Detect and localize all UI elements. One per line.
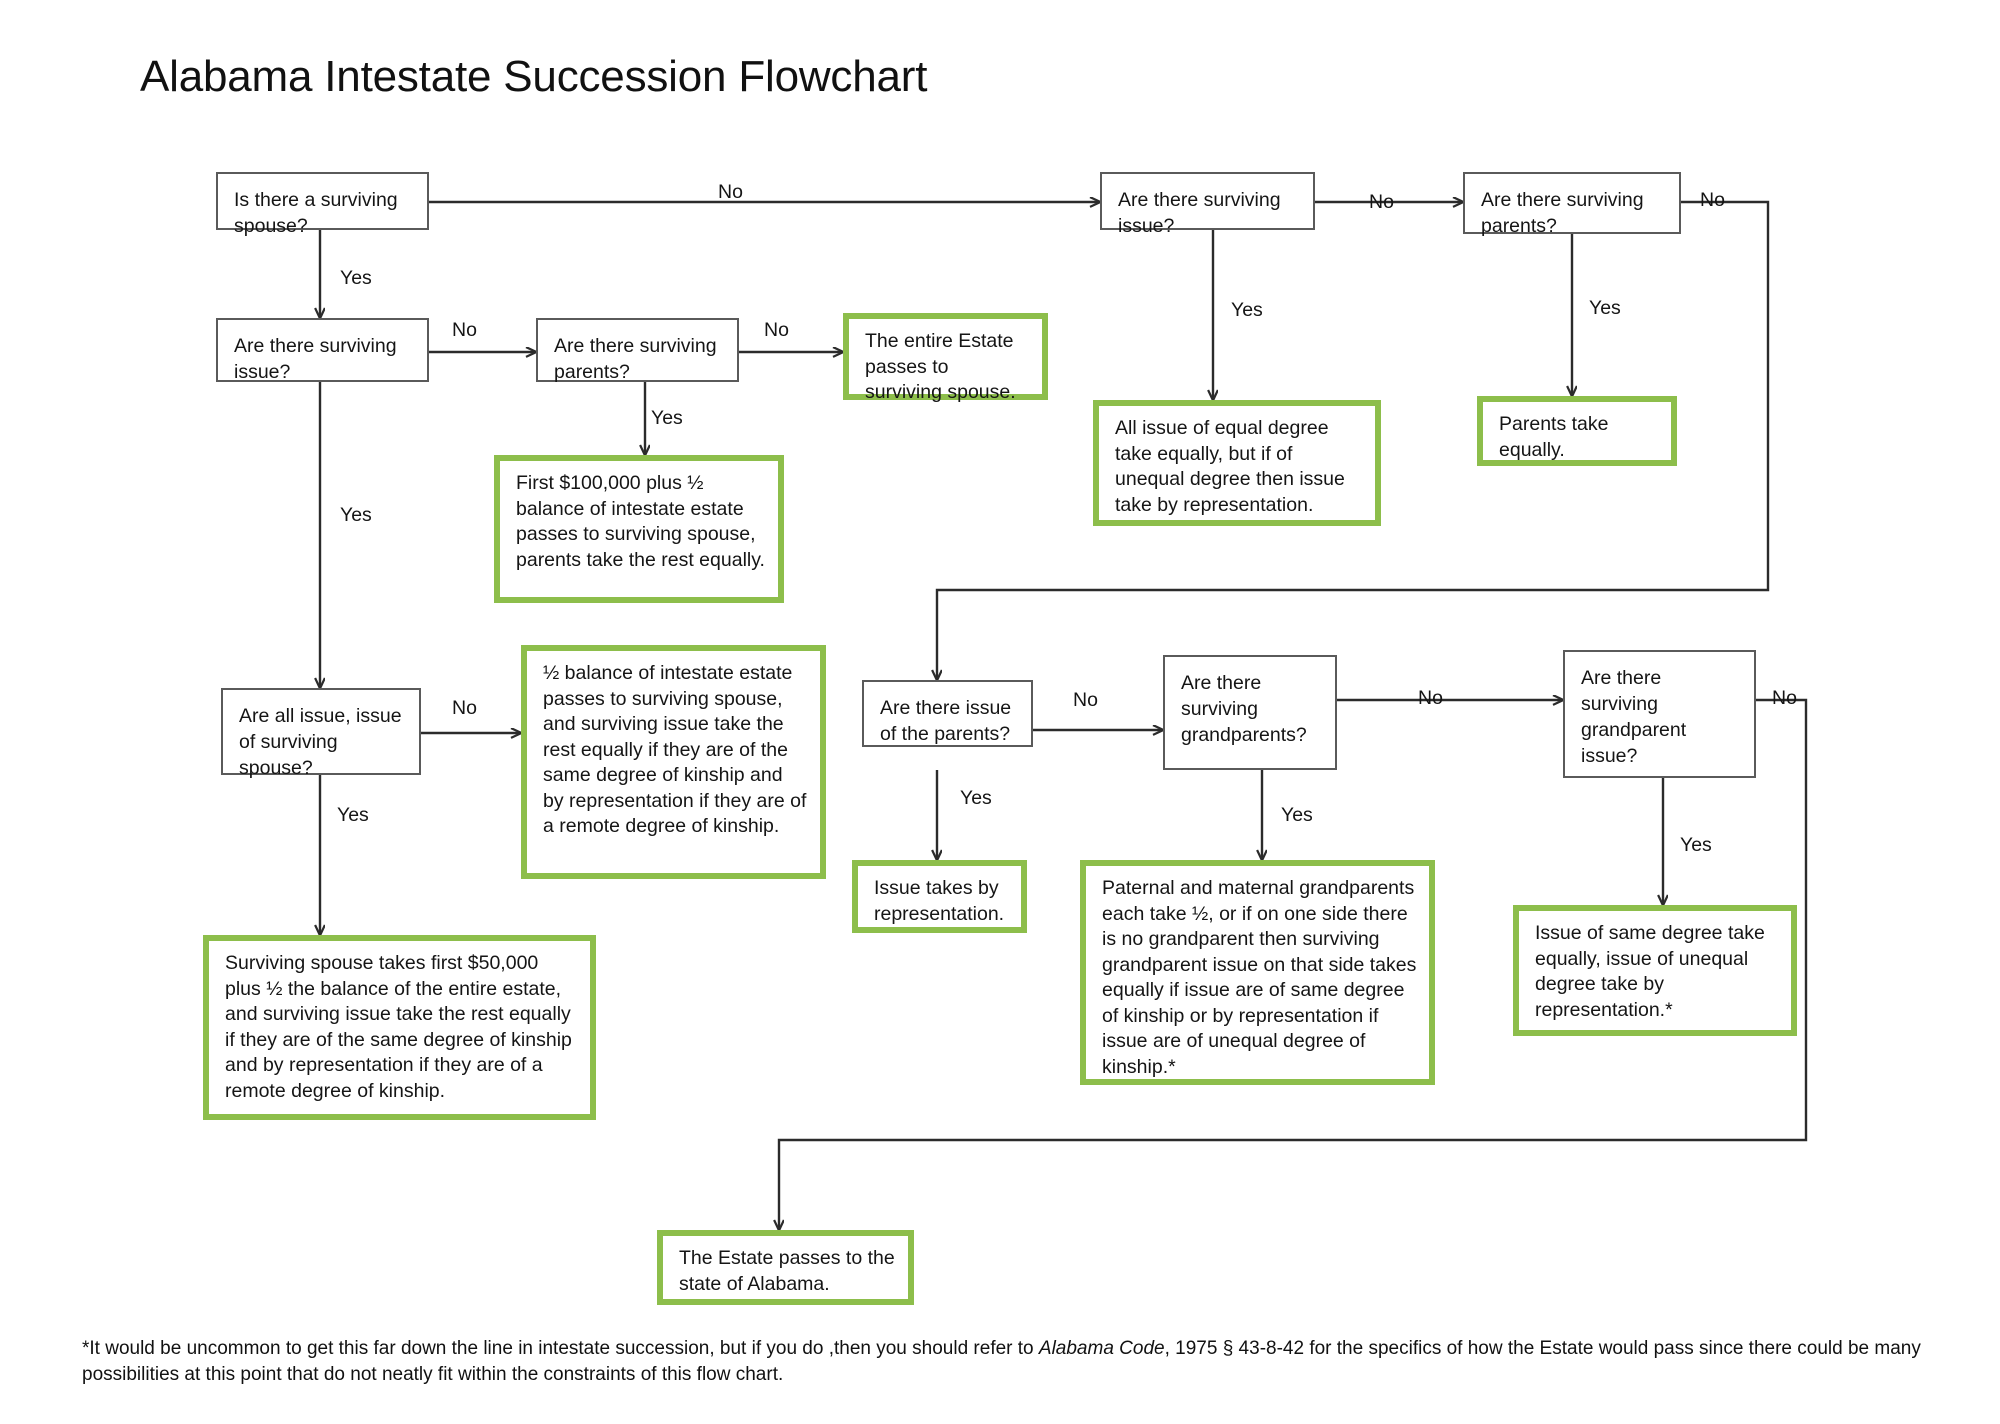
node-label: Surviving spouse takes first $50,000 plu… [225,952,572,1102]
node-is-there-a-surviving-spouse[interactable]: Is there a surviving spouse? [216,172,429,237]
node-label: All issue of equal degree take equally, … [1115,417,1345,516]
edge-label-spouse-issue-yes: Yes [340,504,372,526]
node-are-there-surviving-grandparents[interactable]: Are there surviving grandparents? [1163,655,1337,770]
node-label: Are there surviving grandparent issue? [1581,667,1687,767]
node-label: Are there surviving parents? [1481,189,1644,237]
result-entire-estate-to-surviving-spouse[interactable]: The entire Estate passes to surviving sp… [843,313,1048,403]
node-are-there-surviving-grandparent-issue[interactable]: Are there surviving grandparent issue? [1563,650,1756,778]
edge-label-nospouse-issue-yes: Yes [1231,299,1263,321]
node-nospouse-are-there-surviving-parents[interactable]: Are there surviving parents? [1463,172,1681,237]
node-are-all-issue-issue-of-surviving-spouse[interactable]: Are all issue, issue of surviving spouse… [221,688,421,779]
edge-label-nospouse-parents-no: No [1700,189,1725,211]
node-nospouse-are-there-surviving-issue[interactable]: Are there surviving issue? [1100,172,1315,237]
result-issue-takes-by-representation[interactable]: Issue takes by representation. [852,860,1027,933]
node-label: Are there issue of the parents? [880,697,1012,745]
node-label: Are there surviving issue? [234,335,397,383]
edge-label-spouse-yes: Yes [340,267,372,289]
footnote-part1: *It would be uncommon to get this far do… [82,1338,1039,1359]
page-title: Alabama Intestate Succession Flowchart [140,52,928,101]
footnote-part2: , 1975 § 43-8-42 for the specifics of ho… [82,1338,1921,1385]
result-estate-passes-to-state-of-alabama[interactable]: The Estate passes to the state of Alabam… [657,1230,914,1305]
edge-label-issue-of-parents-no: No [1073,689,1098,711]
node-label: The entire Estate passes to surviving sp… [865,330,1016,403]
edge-label-spouse-parents-no: No [764,319,789,341]
node-label: Issue takes by representation. [874,877,1005,925]
node-label: Are all issue, issue of surviving spouse… [239,705,402,779]
edge-label-all-issue-no: No [452,697,477,719]
node-label: Parents take equally. [1499,413,1609,461]
node-label: Are there surviving parents? [554,335,717,383]
edge-label-spouse-parents-yes: Yes [651,407,683,429]
node-spouse-are-there-surviving-issue[interactable]: Are there surviving issue? [216,318,429,383]
node-label: Paternal and maternal grandparents each … [1102,877,1417,1078]
node-spouse-are-there-surviving-parents[interactable]: Are there surviving parents? [536,318,739,383]
edge-label-grandparent-issue-yes: Yes [1680,834,1712,856]
edge-label-grandparents-yes: Yes [1281,804,1313,826]
edge-label-issue-of-parents-yes: Yes [960,787,992,809]
result-grandparents-each-take-half[interactable]: Paternal and maternal grandparents each … [1080,860,1435,1085]
result-half-balance-to-spouse[interactable]: ½ balance of intestate estate passes to … [521,645,826,879]
edge-label-all-issue-yes: Yes [337,804,369,826]
edge-label-grandparents-no: No [1418,687,1443,709]
node-label: The Estate passes to the state of Alabam… [679,1247,895,1295]
node-label: ½ balance of intestate estate passes to … [543,662,807,837]
edge-label-nospouse-parents-yes: Yes [1589,297,1621,319]
edge-label-spouse-issue-no: No [452,319,477,341]
result-issue-of-same-degree-take-equally[interactable]: Issue of same degree take equally, issue… [1513,905,1797,1036]
edge-label-spouse-no: No [718,181,743,203]
result-all-issue-equal-degree[interactable]: All issue of equal degree take equally, … [1093,400,1381,526]
node-label: Is there a surviving spouse? [234,189,398,237]
edge-label-nospouse-issue-no: No [1369,191,1394,213]
node-label: Are there surviving grandparents? [1181,672,1307,746]
edge-label-grandparent-issue-no: No [1772,687,1797,709]
result-first-100000-plus-half[interactable]: First $100,000 plus ½ balance of intesta… [494,455,784,603]
node-label: First $100,000 plus ½ balance of intesta… [516,472,765,571]
node-are-there-issue-of-the-parents[interactable]: Are there issue of the parents? [862,680,1033,747]
result-spouse-first-50000[interactable]: Surviving spouse takes first $50,000 plu… [203,935,596,1120]
footnote-citation: Alabama Code [1038,1338,1165,1359]
node-label: Are there surviving issue? [1118,189,1281,237]
footnote: *It would be uncommon to get this far do… [82,1336,1942,1388]
result-parents-take-equally[interactable]: Parents take equally. [1477,396,1677,466]
node-label: Issue of same degree take equally, issue… [1535,922,1765,1021]
